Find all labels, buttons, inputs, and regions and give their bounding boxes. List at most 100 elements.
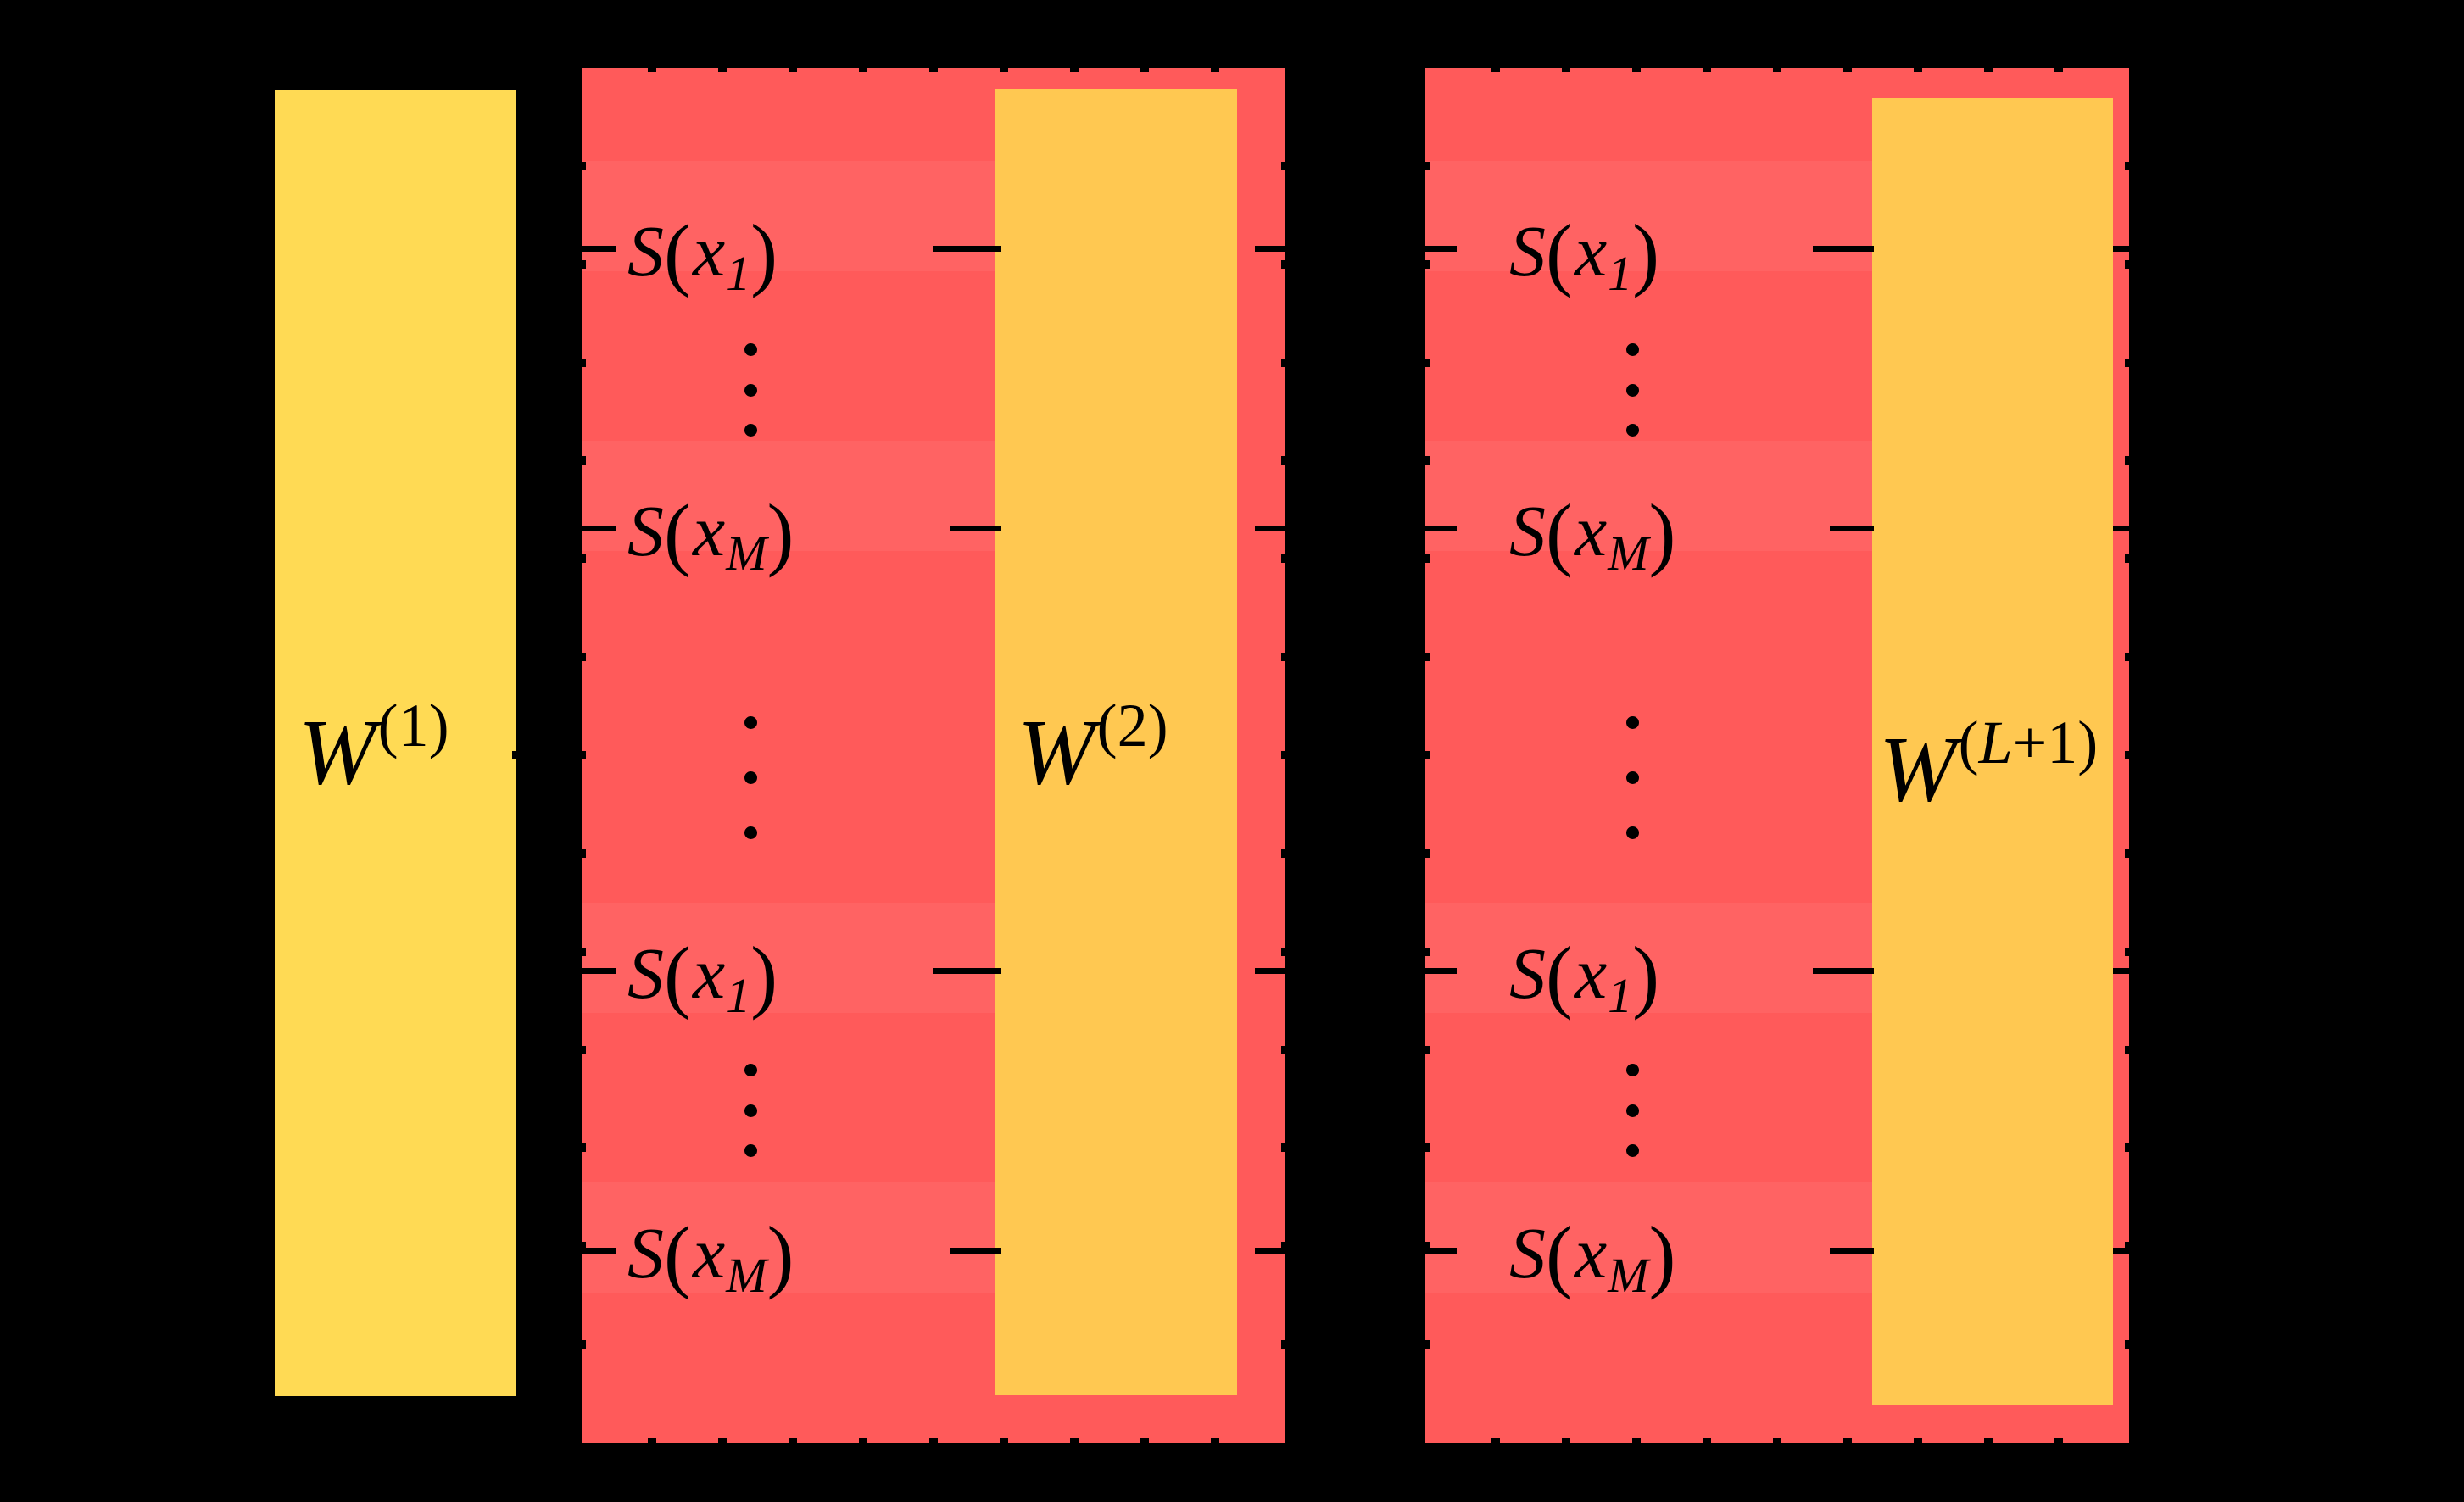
x-subscript: M [726, 526, 767, 581]
tick-mark [580, 848, 586, 858]
connector-line-inter [1255, 1248, 1365, 1254]
tick-mark [1562, 1438, 1570, 1444]
tick-mark [2125, 358, 2131, 367]
x-var: x [1574, 1212, 1608, 1293]
tick-mark [580, 1340, 586, 1349]
tick-mark [2125, 653, 2131, 662]
tick-mark [1773, 66, 1781, 72]
tick-mark [2125, 751, 2131, 759]
tick-mark [1424, 1242, 1430, 1251]
encoding-label-s-x1: S(x1) [1509, 208, 1659, 298]
connector-line-inter [1255, 526, 1365, 531]
w1-superscript: (1) [377, 692, 449, 759]
encoding-label-s-x1: S(x1) [627, 208, 778, 298]
tick-mark [1281, 947, 1287, 956]
tick-mark [929, 66, 938, 72]
x-subscript: 1 [726, 968, 751, 1024]
connector-line-left [570, 526, 616, 531]
close-paren: ) [750, 930, 778, 1021]
tick-mark [580, 161, 586, 170]
tick-mark [1703, 66, 1711, 72]
tick-mark [1914, 66, 1922, 72]
tick-mark [718, 1438, 727, 1444]
x-var: x [692, 210, 726, 292]
tick-mark [1211, 66, 1219, 72]
weight-matrix-w1-label: W(1) [298, 695, 449, 799]
tick-mark [1281, 1242, 1287, 1251]
tick-mark [1281, 751, 1287, 759]
tick-mark [2125, 456, 2131, 465]
x-subscript: M [726, 1248, 767, 1304]
tick-mark [1281, 259, 1287, 269]
open-paren: ( [664, 930, 691, 1021]
tick-mark [1424, 259, 1430, 269]
connector-line-left [570, 1248, 616, 1254]
tick-mark [1281, 358, 1287, 367]
close-paren: ) [767, 1210, 794, 1300]
open-paren: ( [1546, 487, 1573, 578]
connector-line-right [1813, 968, 1874, 974]
vertical-ellipsis [744, 1064, 757, 1157]
tick-mark [580, 1143, 586, 1153]
encoding-label-s-x1: S(x1) [627, 930, 778, 1021]
tick-mark [859, 1438, 867, 1444]
tick-mark [1281, 1143, 1287, 1153]
tick-mark [1424, 751, 1430, 759]
tick-mark [1070, 66, 1079, 72]
tick-mark [789, 66, 797, 72]
tick-mark [1000, 66, 1008, 72]
connector-line-tail [2113, 968, 2223, 974]
connector-line-right [933, 246, 1001, 252]
tick-mark [1424, 653, 1430, 662]
vertical-ellipsis [744, 716, 757, 839]
vertical-ellipsis [1626, 716, 1639, 839]
tick-mark [1424, 554, 1430, 564]
tick-mark [2125, 554, 2131, 564]
tick-mark [2125, 259, 2131, 269]
tick-mark [648, 1438, 656, 1444]
weight-matrix-w1-block [275, 90, 516, 1396]
tick-mark [1424, 947, 1430, 956]
vertical-ellipsis [744, 343, 757, 437]
weight-matrix-w2-block [995, 89, 1237, 1395]
close-paren: ) [767, 487, 794, 578]
connector-line-left [570, 968, 616, 974]
tick-mark [2125, 1045, 2131, 1054]
connector-line-left [570, 246, 616, 252]
connector-line-tail [2113, 1248, 2223, 1254]
tick-mark [1281, 848, 1287, 858]
open-paren: ( [664, 1210, 691, 1300]
close-paren: ) [1648, 1210, 1676, 1300]
tick-mark [580, 751, 586, 759]
tick-mark [2125, 161, 2131, 170]
tick-mark [1070, 1438, 1079, 1444]
x-subscript: 1 [1608, 968, 1633, 1024]
tick-mark [1984, 66, 1993, 72]
tick-mark [1773, 1438, 1781, 1444]
connector-line-right [1830, 1248, 1874, 1254]
tick-mark [2054, 1438, 2063, 1444]
connector-line-right [933, 968, 1001, 974]
tick-mark [2125, 1242, 2131, 1251]
x-var: x [692, 490, 726, 571]
connector-line-inter [1255, 246, 1365, 252]
tick-mark [1424, 1340, 1430, 1349]
w1-base: W [298, 700, 376, 804]
tick-mark [580, 947, 586, 956]
wl1-base: W [1879, 717, 1957, 821]
open-paren: ( [664, 208, 691, 298]
tick-mark [580, 653, 586, 662]
connector-line-right [1830, 526, 1874, 531]
tick-mark [1562, 66, 1570, 72]
x-var: x [1574, 490, 1608, 571]
tick-mark [1843, 1438, 1852, 1444]
tick-mark [1211, 1438, 1219, 1444]
vertical-ellipsis [1626, 1064, 1639, 1157]
tick-mark [1281, 1045, 1287, 1054]
tick-mark [929, 1438, 938, 1444]
tick-mark [2125, 947, 2131, 956]
x-subscript: 1 [726, 246, 751, 302]
s-function: S [1509, 490, 1546, 571]
tick-mark [512, 751, 518, 759]
